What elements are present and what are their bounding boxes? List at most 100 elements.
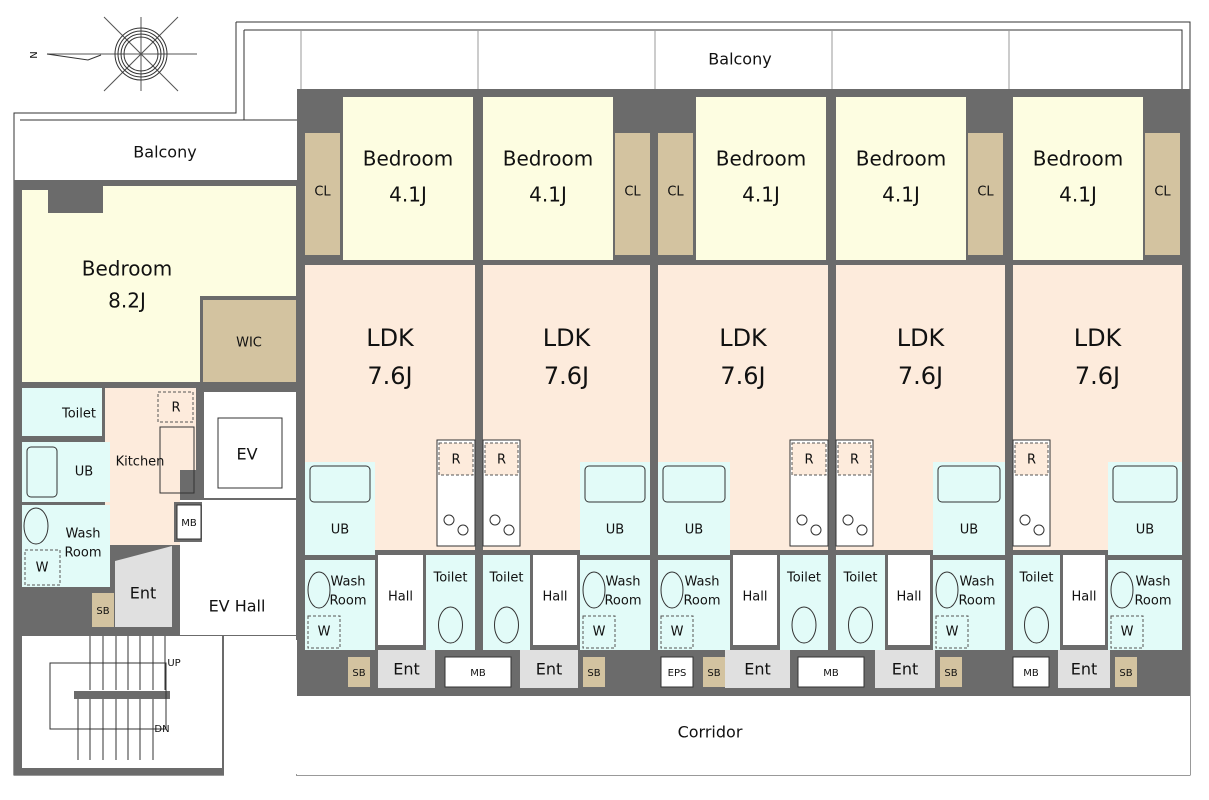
ldk-size: 7.6J (898, 362, 943, 390)
ldk-label: LDK (1074, 324, 1123, 352)
washer-label: W (318, 625, 331, 640)
washer-space (1110, 615, 1144, 649)
unit-bath (933, 462, 1005, 555)
hall-label: Hall (543, 590, 568, 605)
ent-label: Ent (536, 660, 563, 679)
stairs-down-label: DN (154, 724, 169, 735)
meter-box-label: MB (823, 668, 839, 679)
washer-space (582, 615, 616, 649)
bedroom-label: Bedroom (363, 147, 453, 171)
hall-label: Hall (388, 590, 413, 605)
closet (615, 133, 650, 255)
bedroom (836, 97, 966, 260)
fridge-space (837, 442, 872, 476)
bedroom-label: Bedroom (503, 147, 593, 171)
toilet-label: Toilet (1018, 571, 1053, 586)
sink (1110, 571, 1134, 609)
toilet (1013, 555, 1060, 650)
unit-5: CLBedroom4.1JLDK7.6JRUBWashRoomWHallToil… (1012, 97, 1182, 742)
balcony-top-label: Balcony (708, 50, 771, 69)
hall (533, 555, 577, 645)
bedroom-label: Bedroom (856, 147, 946, 171)
ldk-size: 7.6J (1075, 362, 1120, 390)
ub-label: UB (960, 523, 978, 538)
shoe-box (583, 657, 605, 687)
fridge-label: R (804, 453, 813, 468)
toilet-icon (791, 606, 817, 644)
fridge-space (484, 442, 519, 476)
ent-label: Ent (1071, 660, 1098, 679)
entrance[interactable] (1058, 650, 1110, 688)
bedroom-size: 4.1J (1059, 183, 1097, 207)
corner-washer: W (36, 561, 49, 576)
hall-label: Hall (1072, 590, 1097, 605)
ldk-size: 7.6J (544, 362, 589, 390)
bedroom (483, 97, 613, 260)
stove-burner-icon (856, 524, 868, 536)
corner-wash-room (22, 505, 110, 587)
toilet (426, 555, 475, 650)
wash-room (933, 560, 1005, 650)
fridge-space (791, 442, 827, 476)
bathtub (584, 465, 646, 503)
ldk-label: LDK (366, 324, 415, 352)
ldk-label: LDK (543, 324, 592, 352)
wash-label: Wash (684, 575, 719, 590)
stove-burner-icon (842, 514, 854, 526)
wic-label: WIC (236, 336, 262, 351)
unit-3: CLBedroom4.1JLDK7.6JRUBWashRoomWHallToil… (658, 97, 829, 742)
ent-label: Ent (744, 660, 771, 679)
washer-label: W (1121, 625, 1134, 640)
stove-burner-icon (489, 514, 501, 526)
wash-label: Wash (330, 575, 365, 590)
ub-label: UB (685, 523, 703, 538)
wash-label: Wash (605, 575, 640, 590)
sb-label: SB (1119, 668, 1132, 679)
hall (888, 555, 930, 645)
corner-wash-label-2: Room (64, 546, 101, 561)
elevator (204, 392, 296, 498)
entrance[interactable] (875, 650, 935, 688)
unit-2: CLBedroom4.1JLDK7.6JRUBWashRoomWHallToil… (482, 97, 650, 742)
fridge-label: R (451, 453, 460, 468)
staircase[interactable]: UP DN (22, 636, 222, 768)
unit-bath (658, 462, 730, 555)
closet-label: CL (667, 185, 684, 200)
corner-entrance (115, 546, 172, 627)
corridor (297, 696, 1190, 775)
toilet-icon (494, 606, 519, 644)
stove-burner-icon (1033, 524, 1045, 536)
bedroom (343, 97, 473, 260)
closet (658, 133, 693, 255)
hall-label: Hall (897, 590, 922, 605)
entrance[interactable] (520, 650, 578, 688)
entrance[interactable] (725, 650, 790, 688)
washer-space (935, 615, 969, 649)
ent-label: Ent (892, 660, 919, 679)
sb-label: SB (944, 668, 957, 679)
meter-box-label: EPS (668, 668, 687, 679)
sink (582, 571, 606, 609)
washer-label: W (671, 625, 684, 640)
hall-label: Hall (743, 590, 768, 605)
fridge-label: R (1027, 453, 1036, 468)
kitchen-label: Kitchen (116, 455, 165, 470)
entrance[interactable] (378, 650, 435, 688)
bedroom (696, 97, 826, 260)
ev-hall-label: EV Hall (209, 597, 266, 616)
corner-stove (159, 426, 195, 494)
unit-1: CLBedroom4.1JLDK7.6JRUBWashRoomWHallToil… (305, 97, 476, 742)
wash-label: Wash (959, 575, 994, 590)
toilet-icon (848, 606, 873, 644)
closet (968, 133, 1003, 255)
stove-burner-icon (810, 524, 822, 536)
bedroom-size: 4.1J (389, 183, 427, 207)
meter-box-label: MB (1023, 668, 1039, 679)
corner-fridge: R (171, 401, 180, 416)
bedroom (1013, 97, 1143, 260)
wash-label: Room (329, 594, 366, 609)
ent-label: Ent (393, 660, 420, 679)
hall (1063, 555, 1105, 645)
corner-meter-box: MB (174, 502, 202, 542)
wash-label: Room (604, 594, 641, 609)
